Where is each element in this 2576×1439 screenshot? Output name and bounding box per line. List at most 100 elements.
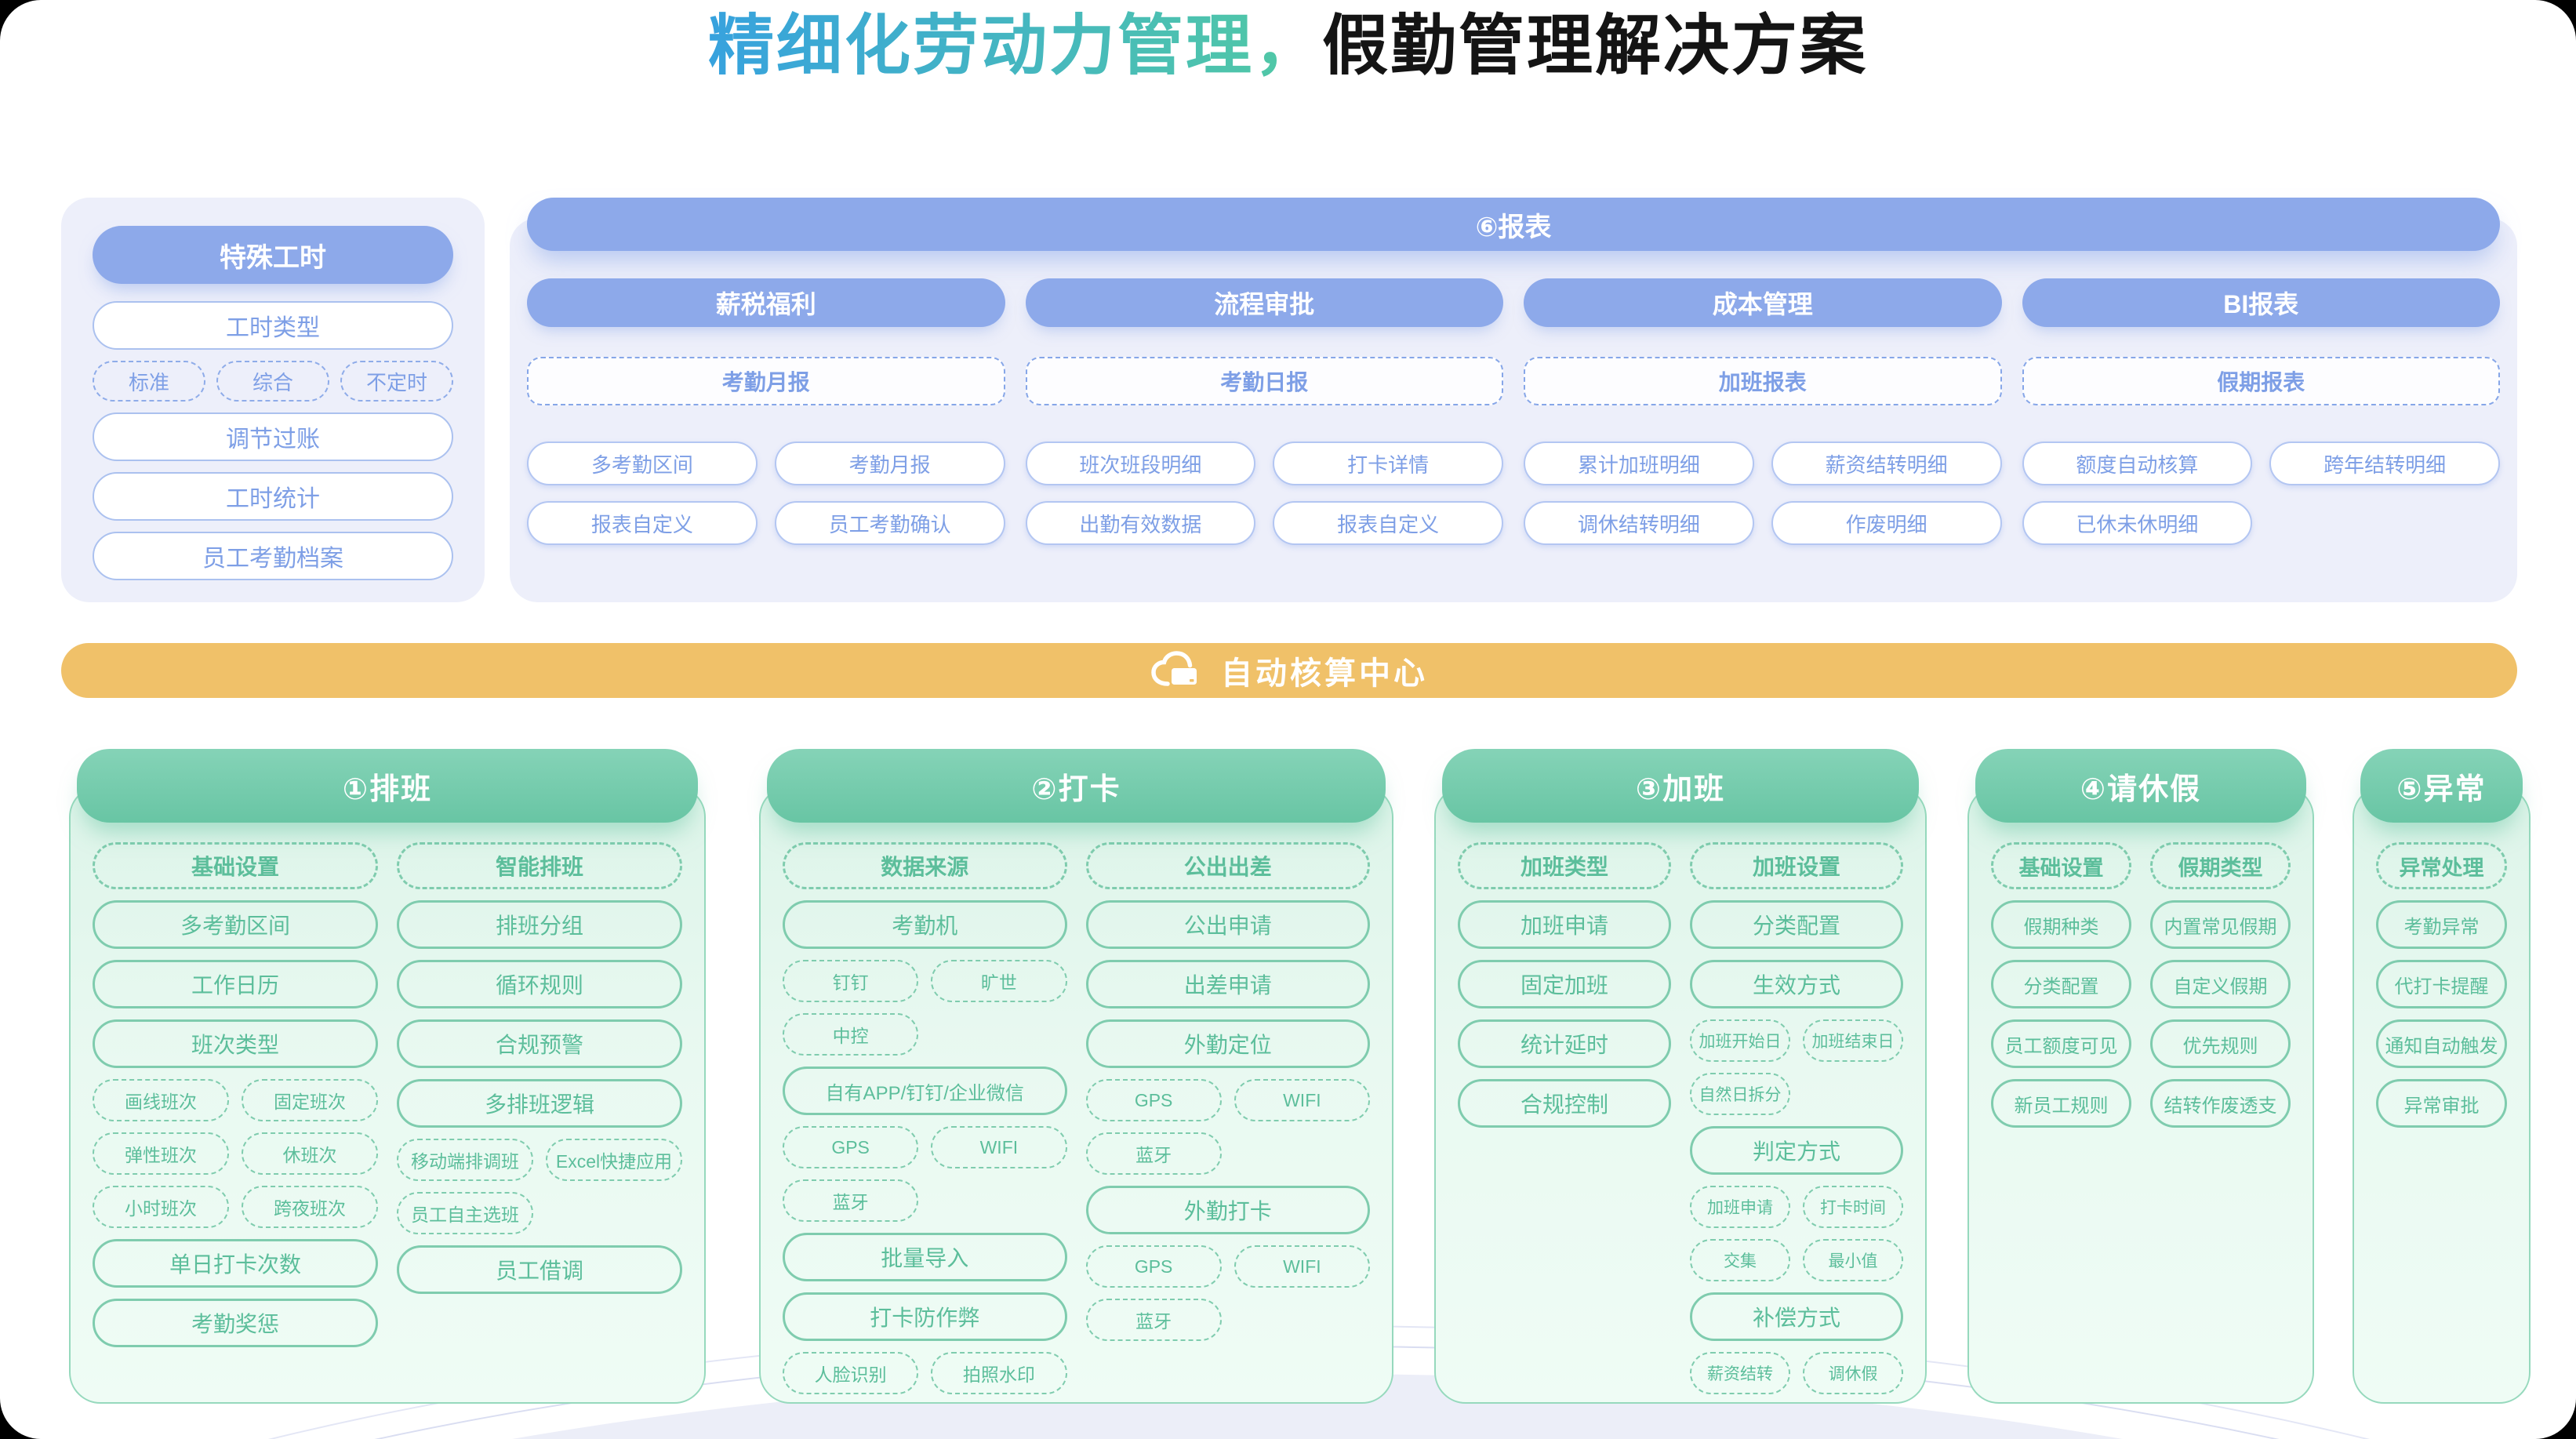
module-header: ⑤异常 <box>2360 749 2523 823</box>
feature-tag: 蓝牙 <box>783 1179 919 1222</box>
feature-tag-row: 员工自主选班 <box>397 1192 682 1234</box>
feature-tag: 加班开始日 <box>1690 1019 1790 1062</box>
column-subheader: 智能排班 <box>397 842 682 889</box>
feature-tag: 旷世 <box>931 960 1067 1002</box>
feature-pill: 自定义假期 <box>2150 960 2291 1008</box>
module-header: ③加班 <box>1442 749 1919 823</box>
column-subheader: 加班设置 <box>1690 842 1903 889</box>
feature-tag: 自然日拆分 <box>1690 1073 1790 1115</box>
feature-pill: 员工考勤档案 <box>93 532 453 580</box>
feature-pill: 考勤异常 <box>2376 900 2507 949</box>
report-column-subheader: 加班报表 <box>1524 357 2002 405</box>
report-pill: 已休未休明细 <box>2022 501 2253 545</box>
feature-pill: 单日打卡次数 <box>93 1239 378 1288</box>
feature-tag-row: 自然日拆分 <box>1690 1073 1903 1115</box>
feature-pill: 循环规则 <box>397 960 682 1008</box>
feature-pill: 班次类型 <box>93 1019 378 1068</box>
feature-tag: 综合 <box>216 361 329 402</box>
report-items: 多考勤区间考勤月报报表自定义员工考勤确认 <box>527 442 1005 545</box>
special-hours-items: 工时类型标准综合不定时调节过账工时统计员工考勤档案 <box>93 301 453 580</box>
feature-pill: 调节过账 <box>93 412 453 461</box>
feature-tag: 弹性班次 <box>93 1132 229 1175</box>
module-header: ④请休假 <box>1975 749 2306 823</box>
report-column: 流程审批考勤日报班次班段明细打卡详情出勤有效数据报表自定义 <box>1025 278 1503 545</box>
feature-pill: 生效方式 <box>1690 960 1903 1008</box>
module-panels-row: ①排班基础设置多考勤区间工作日历班次类型画线班次固定班次弹性班次休班次小时班次跨… <box>0 749 2576 1408</box>
feature-tag: 最小值 <box>1803 1239 1903 1281</box>
feature-tag: 拍照水印 <box>931 1352 1067 1394</box>
module-column: 假期类型内置常见假期自定义假期优先规则结转作废透支 <box>2150 842 2291 1382</box>
feature-pill: 新员工规则 <box>1991 1079 2131 1128</box>
feature-pill: 结转作废透支 <box>2150 1079 2291 1128</box>
feature-pill: 代打卡提醒 <box>2376 960 2507 1008</box>
feature-tag-row: 蓝牙 <box>1085 1299 1371 1341</box>
feature-pill: 批量导入 <box>783 1233 1067 1281</box>
column-subheader: 异常处理 <box>2376 842 2507 889</box>
feature-tag: WIFI <box>931 1126 1067 1168</box>
special-hours-panel: 特殊工时 工时类型标准综合不定时调节过账工时统计员工考勤档案 <box>61 198 485 602</box>
feature-tag: GPS <box>1085 1079 1222 1121</box>
module-column: 加班类型加班申请固定加班统计延时合规控制 <box>1458 842 1671 1382</box>
feature-pill: 合规控制 <box>1458 1079 1671 1128</box>
report-pill: 考勤月报 <box>774 442 1005 485</box>
feature-tag: 中控 <box>783 1013 919 1056</box>
feature-tag-row: 人脸识别拍照水印 <box>783 1352 1067 1394</box>
feature-tag: 钉钉 <box>783 960 919 1002</box>
title-highlight: 精细化劳动力管理， <box>707 9 1322 82</box>
report-pill: 调休结转明细 <box>1524 501 1754 545</box>
report-pill: 报表自定义 <box>527 501 758 545</box>
feature-tag: 薪资结转 <box>1690 1352 1790 1394</box>
report-pill: 报表自定义 <box>1273 501 1503 545</box>
feature-tag: 标准 <box>93 361 205 402</box>
report-column-subheader: 假期报表 <box>2022 357 2500 405</box>
feature-pill: 工时统计 <box>93 472 453 521</box>
report-column-header: 薪税福利 <box>527 278 1005 327</box>
feature-pill: 分类配置 <box>1991 960 2131 1008</box>
feature-pill: 自有APP/钉钉/企业微信 <box>783 1067 1067 1115</box>
column-subheader: 假期类型 <box>2150 842 2291 889</box>
feature-tag: 员工自主选班 <box>397 1192 533 1234</box>
feature-tag: 画线班次 <box>93 1079 229 1121</box>
feature-tag-row: 加班申请打卡时间 <box>1690 1186 1903 1228</box>
feature-tag: 交集 <box>1690 1239 1790 1281</box>
feature-tag: GPS <box>1085 1245 1222 1288</box>
feature-tag: 小时班次 <box>93 1186 229 1228</box>
report-panel: ⑥报表 薪税福利考勤月报多考勤区间考勤月报报表自定义员工考勤确认流程审批考勤日报… <box>510 198 2517 602</box>
feature-tag: 打卡时间 <box>1803 1186 1903 1228</box>
feature-tag: 跨夜班次 <box>242 1186 378 1228</box>
report-column: 薪税福利考勤月报多考勤区间考勤月报报表自定义员工考勤确认 <box>527 278 1005 545</box>
feature-pill: 优先规则 <box>2150 1019 2291 1068</box>
column-subheader: 基础设置 <box>93 842 378 889</box>
report-pill: 打卡详情 <box>1273 442 1503 485</box>
column-subheader: 数据来源 <box>783 842 1067 889</box>
feature-pill: 考勤机 <box>783 900 1067 949</box>
feature-pill: 异常审批 <box>2376 1079 2507 1128</box>
feature-pill: 出差申请 <box>1085 960 1370 1008</box>
report-column-header: 成本管理 <box>1524 278 2002 327</box>
report-panel-header: ⑥报表 <box>527 198 2500 251</box>
report-pill: 跨年结转明细 <box>2269 442 2500 485</box>
feature-tag-row: 交集最小值 <box>1690 1239 1903 1281</box>
feature-pill: 排班分组 <box>397 900 682 949</box>
report-pill: 多考勤区间 <box>527 442 758 485</box>
feature-pill: 加班申请 <box>1458 900 1671 949</box>
report-columns: 薪税福利考勤月报多考勤区间考勤月报报表自定义员工考勤确认流程审批考勤日报班次班段… <box>527 278 2500 545</box>
module-body: 基础设置假期种类分类配置员工额度可见新员工规则假期类型内置常见假期自定义假期优先… <box>1967 786 2314 1404</box>
report-column: 成本管理加班报表累计加班明细薪资结转明细调休结转明细作废明细 <box>1524 278 2002 545</box>
feature-pill: 固定加班 <box>1458 960 1671 1008</box>
module-header: ①排班 <box>77 749 698 823</box>
feature-tag: 休班次 <box>242 1132 378 1175</box>
feature-pill: 工时类型 <box>93 301 453 350</box>
feature-tag: 加班结束日 <box>1803 1019 1903 1062</box>
feature-tag: WIFI <box>1234 1079 1370 1121</box>
module-panel: ①排班基础设置多考勤区间工作日历班次类型画线班次固定班次弹性班次休班次小时班次跨… <box>69 749 706 1404</box>
module-column: 基础设置假期种类分类配置员工额度可见新员工规则 <box>1991 842 2131 1382</box>
report-pill: 薪资结转明细 <box>1771 442 2002 485</box>
feature-tag: GPS <box>783 1126 919 1168</box>
feature-tag: 不定时 <box>340 361 453 402</box>
feature-tag: Excel快捷应用 <box>546 1139 682 1181</box>
module-column: 加班设置分类配置生效方式加班开始日加班结束日自然日拆分判定方式加班申请打卡时间交… <box>1690 842 1903 1394</box>
feature-tag: 调休假 <box>1803 1352 1903 1394</box>
